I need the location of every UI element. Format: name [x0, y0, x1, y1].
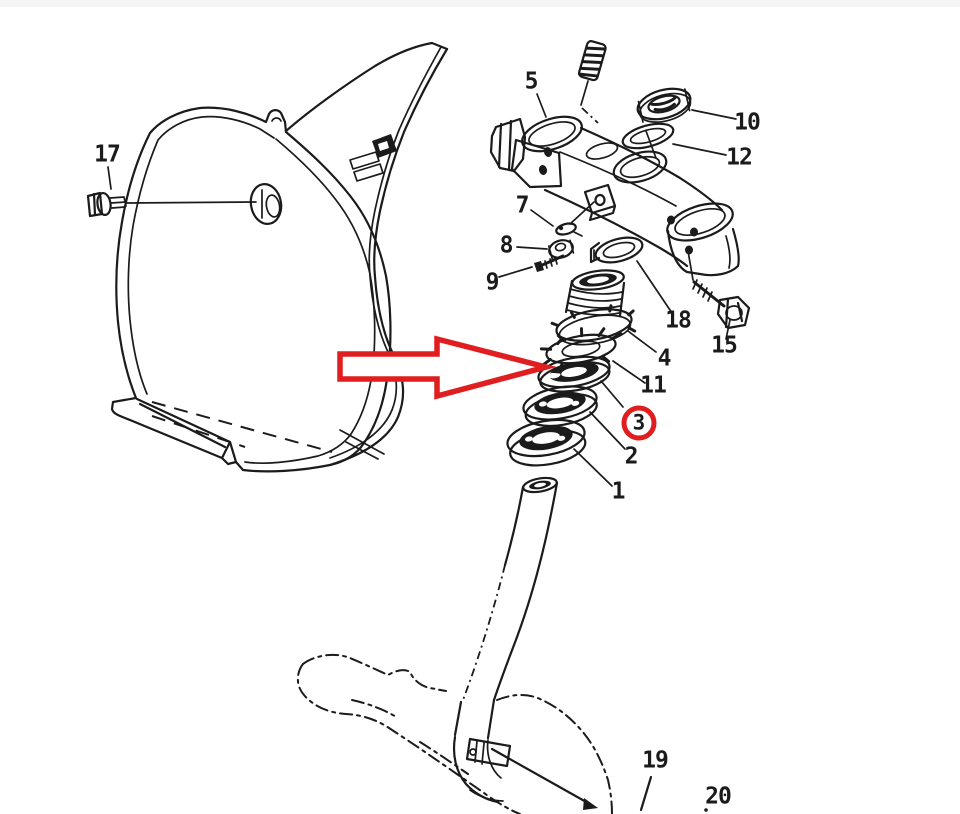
- mounting-strap: [284, 41, 449, 467]
- screw-9: [498, 254, 565, 278]
- spring-leader: [580, 80, 589, 106]
- leader-12: [672, 143, 727, 156]
- washer-18: [589, 236, 644, 264]
- bearing-1: [506, 418, 587, 467]
- bolt-17: [86, 166, 257, 218]
- upper-triple-clamp: [489, 93, 740, 277]
- leader-3: [600, 380, 624, 408]
- bolt-15: [687, 250, 751, 340]
- leader-2: [589, 411, 626, 450]
- leader-1: [573, 448, 613, 487]
- leader-4: [627, 330, 657, 353]
- leader-8: [516, 246, 548, 250]
- bottom-bracket-phantom: [296, 653, 613, 814]
- leader-10: [691, 109, 737, 120]
- steering-shaft: [462, 476, 559, 702]
- top-band: [0, 0, 960, 7]
- spring: [577, 40, 607, 82]
- stem-bottom: [452, 698, 598, 810]
- dot-20: [704, 808, 708, 812]
- bearing-2: [522, 385, 598, 428]
- number-plate: [110, 106, 392, 473]
- steering-nut-10: [636, 87, 692, 123]
- leader-19: [639, 775, 653, 812]
- spring-leader-dash: [581, 107, 599, 124]
- red-arrow-annotation: [337, 335, 557, 400]
- part-7: [530, 201, 595, 237]
- leader-18: [636, 260, 673, 314]
- washer-12: [621, 122, 675, 150]
- leader-11: [612, 360, 646, 384]
- plate-grommet: [249, 183, 283, 225]
